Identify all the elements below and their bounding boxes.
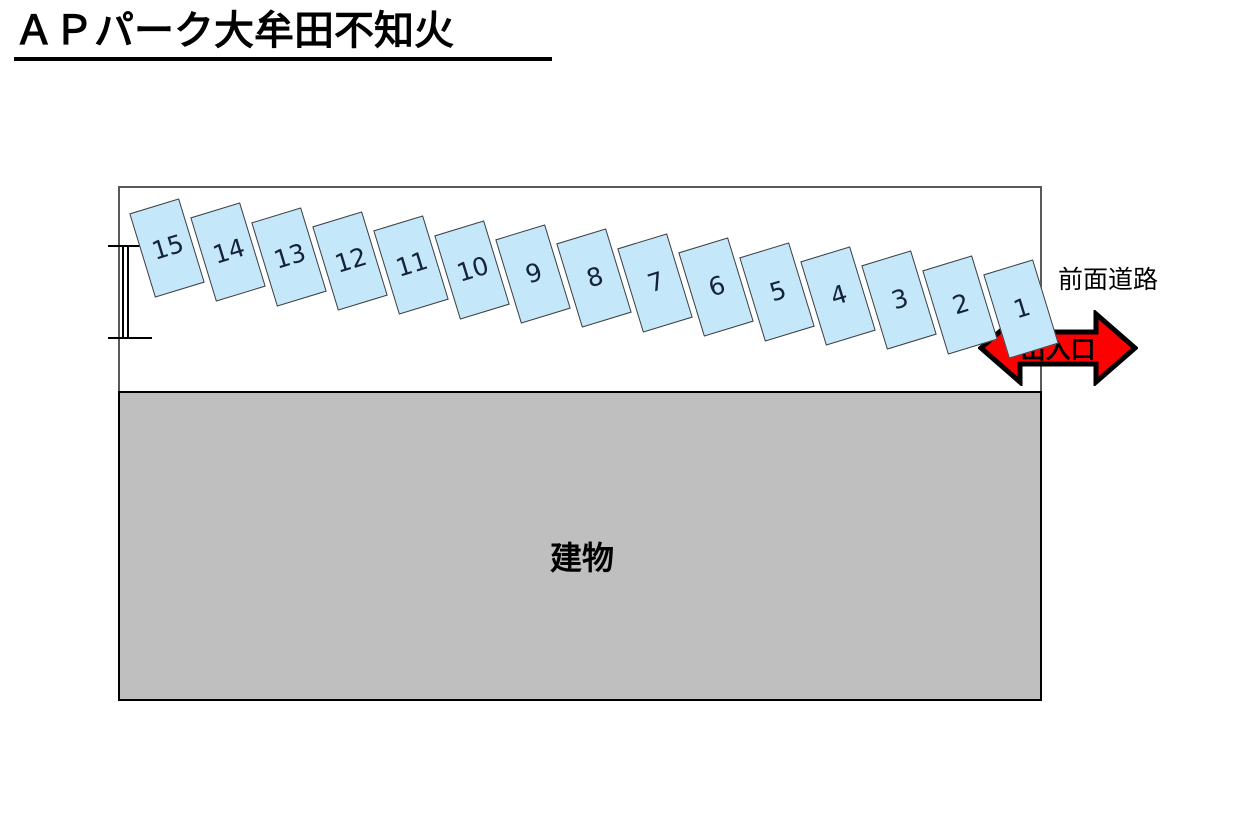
parking-stall-number: 10 xyxy=(453,250,493,288)
page-title: ＡＰパーク大牟田不知火 xyxy=(14,9,454,53)
parking-stall-number: 4 xyxy=(826,278,851,312)
dimension-line-right xyxy=(127,245,129,338)
front-road-label: 前面道路 xyxy=(1058,266,1159,294)
parking-stall-number: 9 xyxy=(521,257,546,290)
parking-stall-number: 7 xyxy=(643,265,668,299)
parking-stall-number: 8 xyxy=(582,261,607,294)
parking-stall-number: 1 xyxy=(1009,291,1034,325)
title-underline xyxy=(14,57,552,61)
parking-stall-number: 11 xyxy=(392,246,432,284)
parking-stall-number: 6 xyxy=(704,270,729,303)
parking-stall-number: 12 xyxy=(331,241,371,279)
parking-stall-number: 13 xyxy=(270,237,310,275)
parking-stall-number: 3 xyxy=(887,283,912,316)
building-block: 建物 xyxy=(118,391,1042,701)
building-label: 建物 xyxy=(549,540,614,576)
parking-stall-number: 2 xyxy=(948,287,973,320)
dimension-tick-bottom xyxy=(108,337,152,339)
parking-stall-number: 5 xyxy=(765,274,790,307)
parking-stall-number: 14 xyxy=(209,233,249,271)
dimension-tick-top xyxy=(108,245,152,247)
parking-stall-number: 15 xyxy=(148,228,188,266)
dimension-line-left xyxy=(122,245,124,338)
